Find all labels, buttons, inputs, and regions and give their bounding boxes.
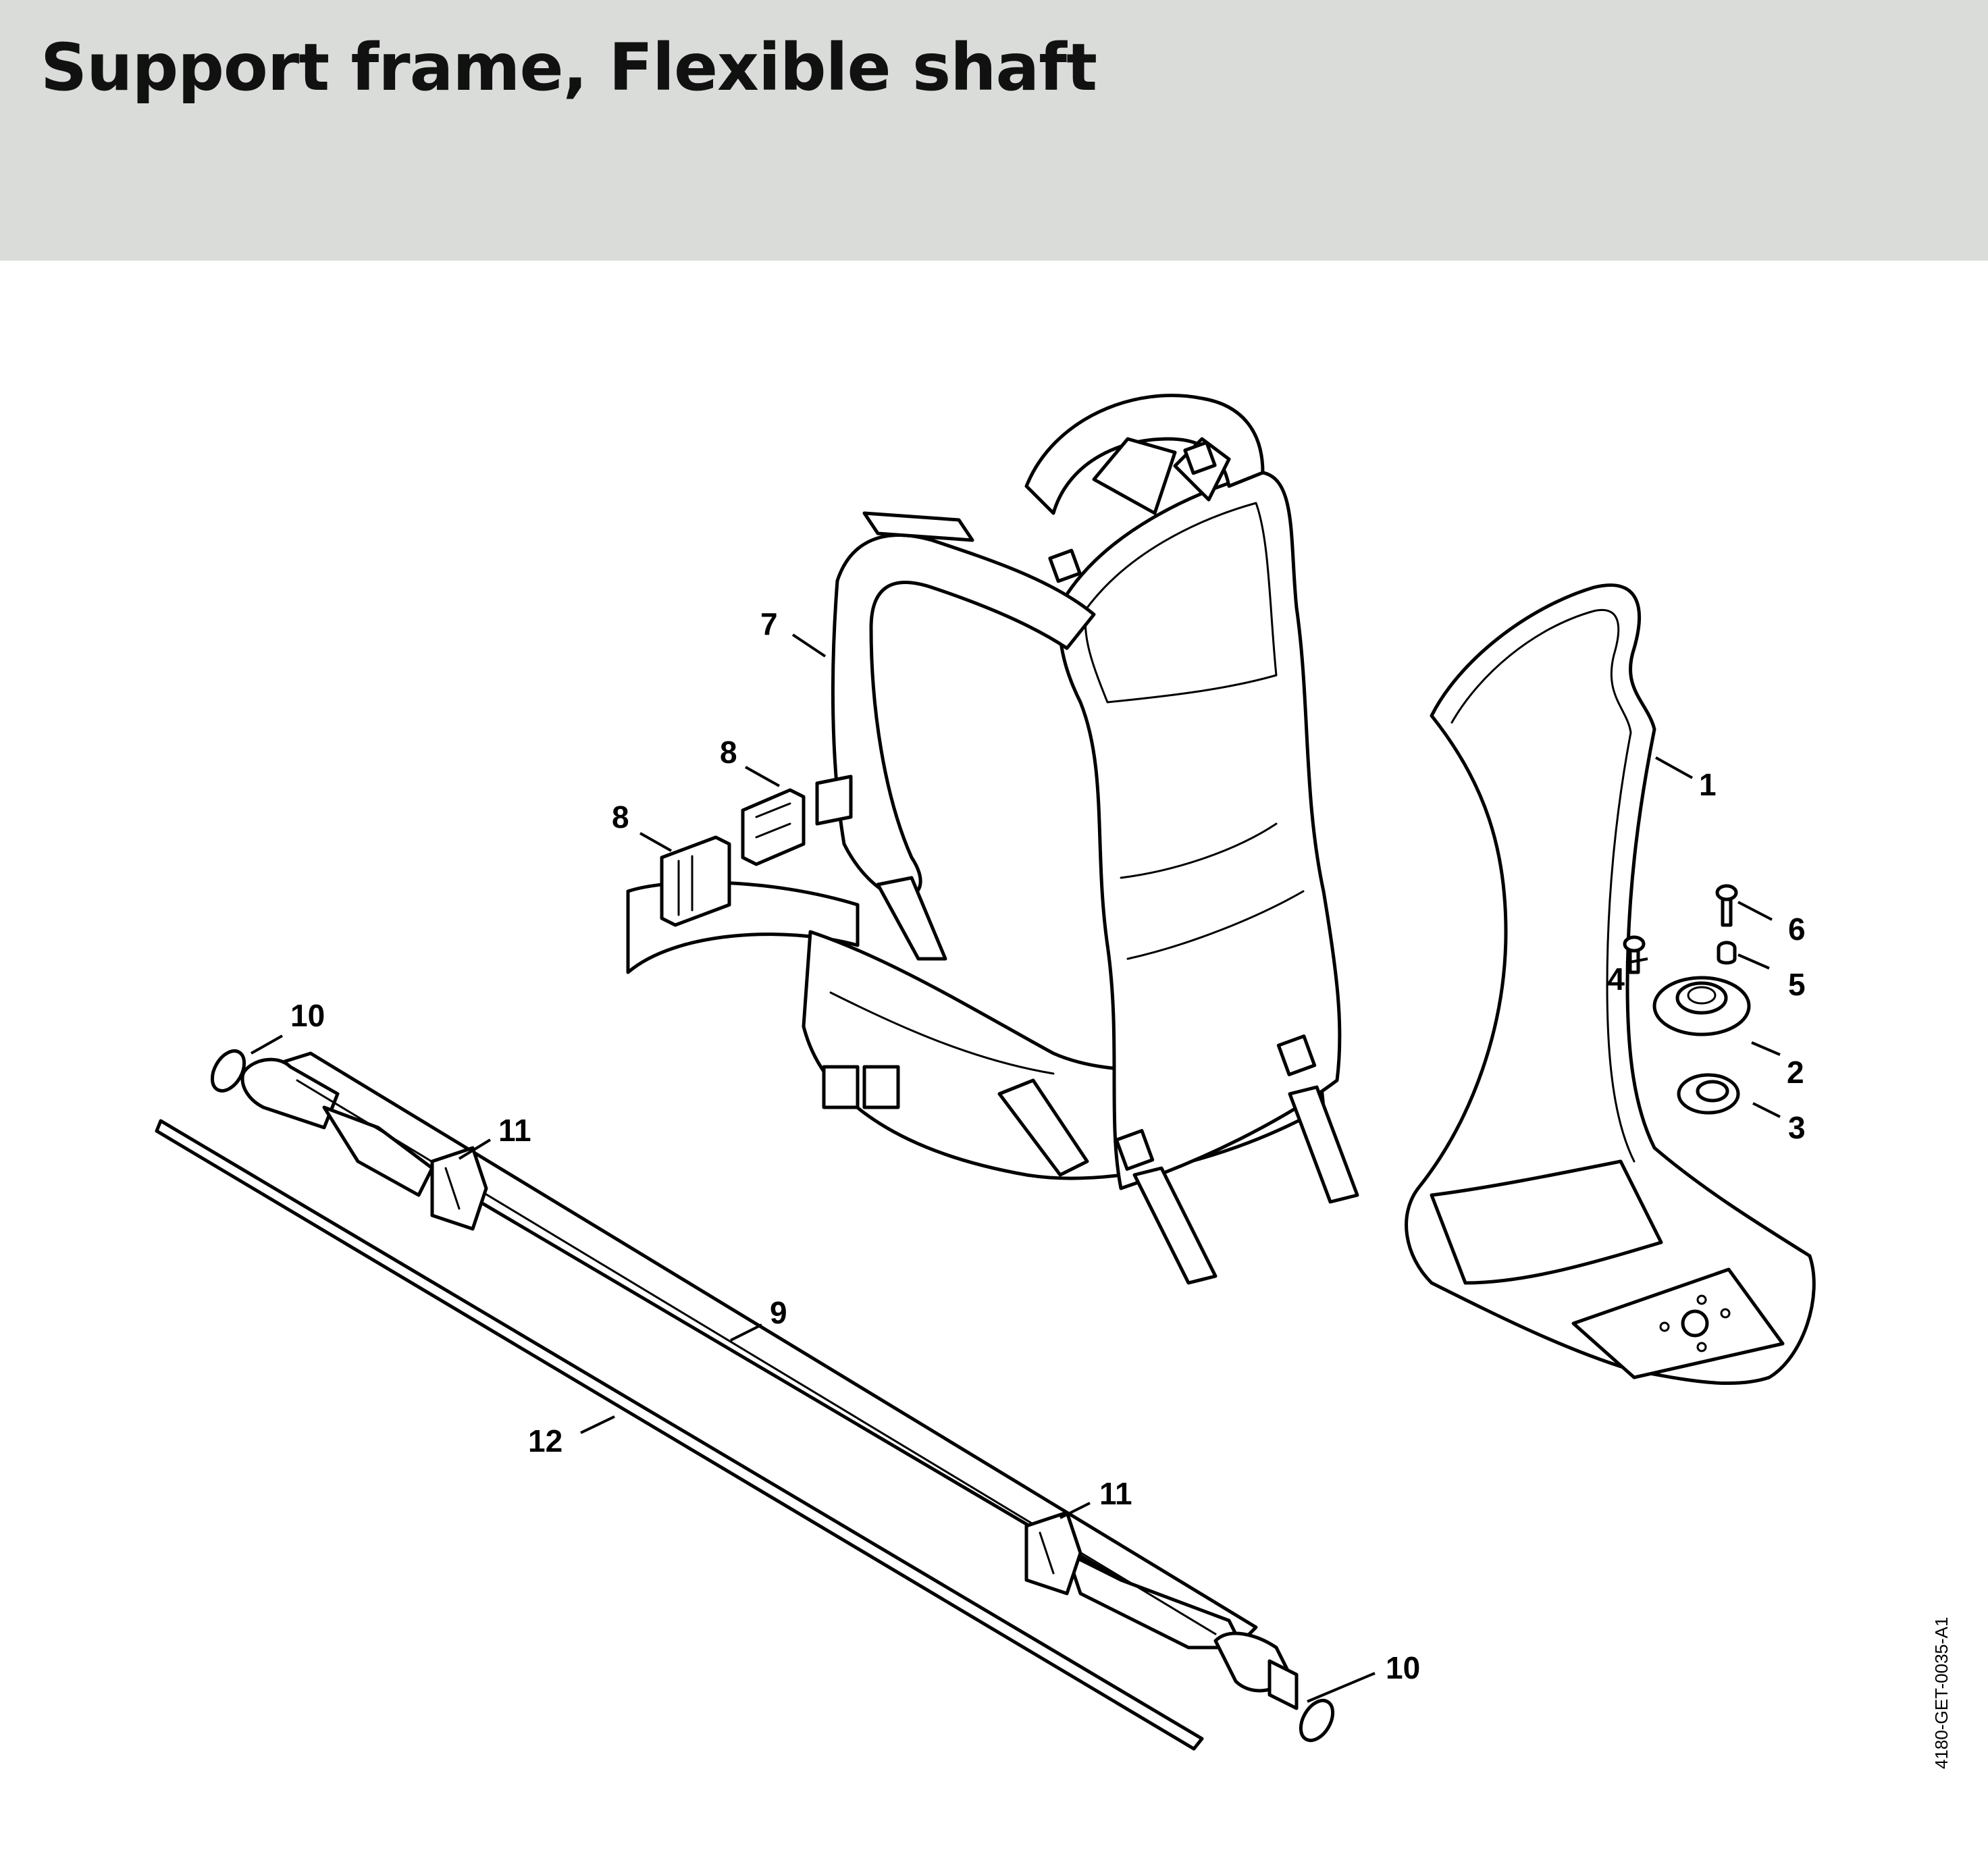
callout-1: 1 bbox=[1699, 767, 1717, 802]
callout-8-upper: 8 bbox=[720, 735, 737, 770]
callout-2: 2 bbox=[1787, 1055, 1804, 1090]
callout-5: 5 bbox=[1788, 967, 1806, 1002]
drawing-reference-code: 4180-GET-0035-A1 bbox=[1931, 1616, 1952, 1769]
callout-11-left: 11 bbox=[498, 1113, 531, 1148]
flexible-shaft-illustration bbox=[155, 1049, 1335, 1751]
callout-3: 3 bbox=[1788, 1110, 1806, 1145]
page-title: Support frame, Flexible shaft bbox=[41, 30, 1097, 105]
callout-11-right: 11 bbox=[1099, 1476, 1132, 1511]
callout-7: 7 bbox=[760, 606, 778, 641]
callout-4: 4 bbox=[1607, 962, 1625, 997]
callout-labels: 1 2 3 4 5 6 7 8 8 9 10 10 11 11 12 bbox=[290, 606, 1806, 1685]
callout-10-left: 10 bbox=[290, 998, 325, 1033]
callout-12: 12 bbox=[528, 1423, 563, 1458]
support-frame-illustration bbox=[1405, 583, 1816, 1386]
header-band: Support frame, Flexible shaft bbox=[0, 0, 1988, 261]
harness-illustration bbox=[626, 394, 1359, 1285]
callout-9: 9 bbox=[770, 1295, 787, 1330]
mounting-hardware bbox=[1623, 884, 1751, 1115]
callout-10-right: 10 bbox=[1386, 1650, 1420, 1685]
leader-lines bbox=[251, 633, 1781, 1703]
callout-6: 6 bbox=[1788, 912, 1806, 947]
callout-8-lower: 8 bbox=[612, 799, 629, 835]
buckle-parts bbox=[660, 788, 806, 927]
